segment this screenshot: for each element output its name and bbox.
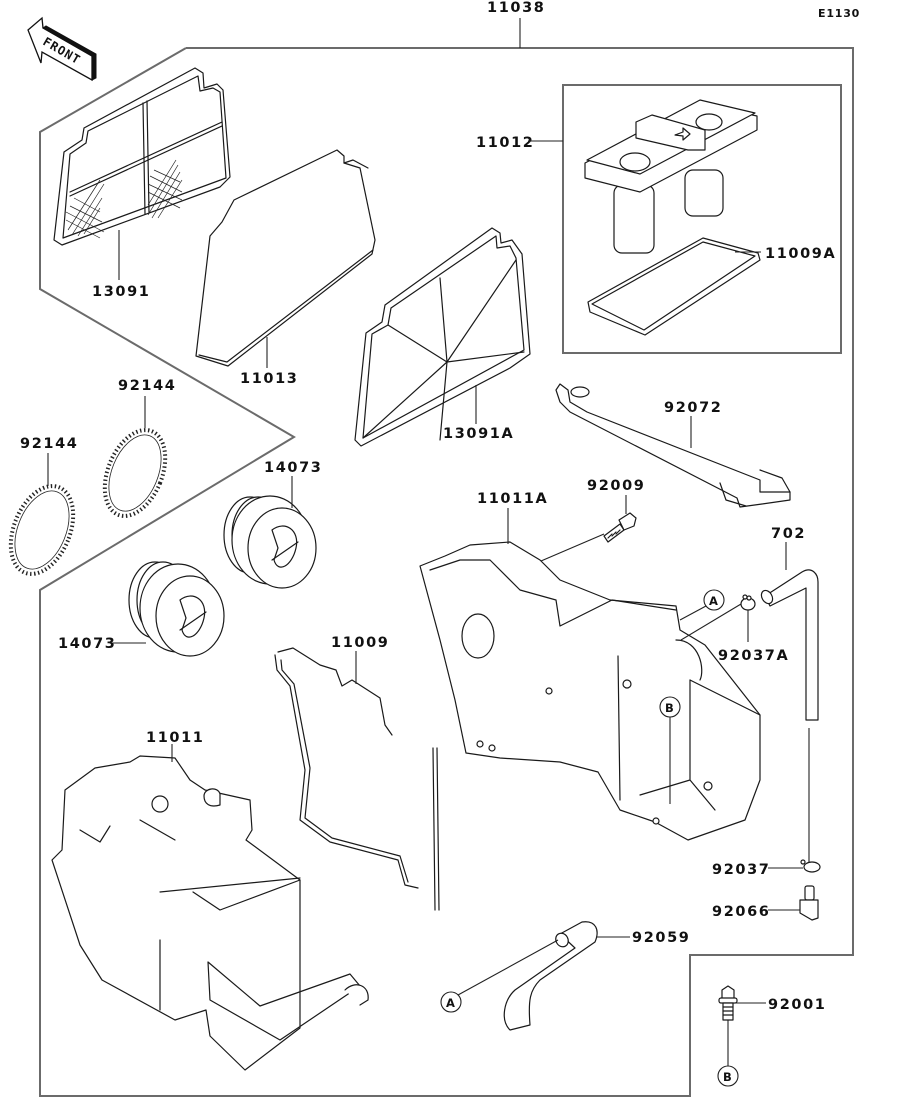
label-92009: 92009 [587,478,645,494]
part-11009-case-gasket [274,647,440,911]
label-11011a: 11011A [477,491,548,507]
label-11013: 11013 [240,371,298,387]
label-92001: 92001 [768,997,826,1013]
label-92144-right: 92144 [118,378,176,394]
svg-text:B: B [665,701,674,715]
part-11011-case-body [51,755,369,1071]
part-11013-filter-element [195,149,376,367]
label-92059: 92059 [632,930,690,946]
label-92144-left: 92144 [20,436,78,452]
part-92037a-clamp [740,594,756,611]
reference-marker-b-upper: B [659,696,681,804]
label-11011: 11011 [146,730,204,746]
part-11009a-cover-gasket [587,237,761,336]
label-11012: 11012 [476,135,534,151]
part-92066-plug [799,885,819,921]
svg-text:B: B [723,1070,732,1084]
part-92009-screw [603,512,637,543]
label-11009: 11009 [331,635,389,651]
label-11038: 11038 [487,0,545,16]
assembly-outline [39,18,854,1097]
part-92144-spring-ring-left [8,484,76,576]
label-702: 702 [771,526,806,542]
part-11012-cover-assembly [584,99,758,254]
part-14073-plug-upper [223,495,317,589]
front-arrow-icon: FRONT [27,16,97,82]
part-702-bent-hose [760,569,819,721]
reference-marker-a-upper: A [679,589,725,621]
reference-marker-b-lower: B [717,1020,739,1087]
label-92072: 92072 [664,400,722,416]
label-92066: 92066 [712,904,770,920]
label-11009a: 11009A [765,246,836,262]
reference-marker-a-lower: A [440,939,559,1013]
label-13091a: 13091A [443,426,514,442]
label-92037: 92037 [712,862,770,878]
label-14073-upper: 14073 [264,460,322,476]
label-14073-lower: 14073 [58,636,116,652]
part-92072-strap [555,383,791,508]
svg-text:A: A [709,594,718,608]
part-92144-spring-ring-right [102,428,168,518]
label-92037a: 92037A [718,648,789,664]
part-92059-hose [503,921,598,1031]
part-92037-clamp [800,859,821,873]
cover-assembly-box [562,84,842,354]
part-13091-mesh-filter [53,67,231,246]
figure-code: E1130 [818,7,860,20]
mesh-pattern-icon [65,159,183,239]
part-13091a-filter-cage [354,227,531,447]
part-11011a-case-half [419,541,761,841]
svg-text:A: A [446,996,455,1010]
part-14073-plug-lower [128,561,225,657]
label-13091: 13091 [92,284,150,300]
